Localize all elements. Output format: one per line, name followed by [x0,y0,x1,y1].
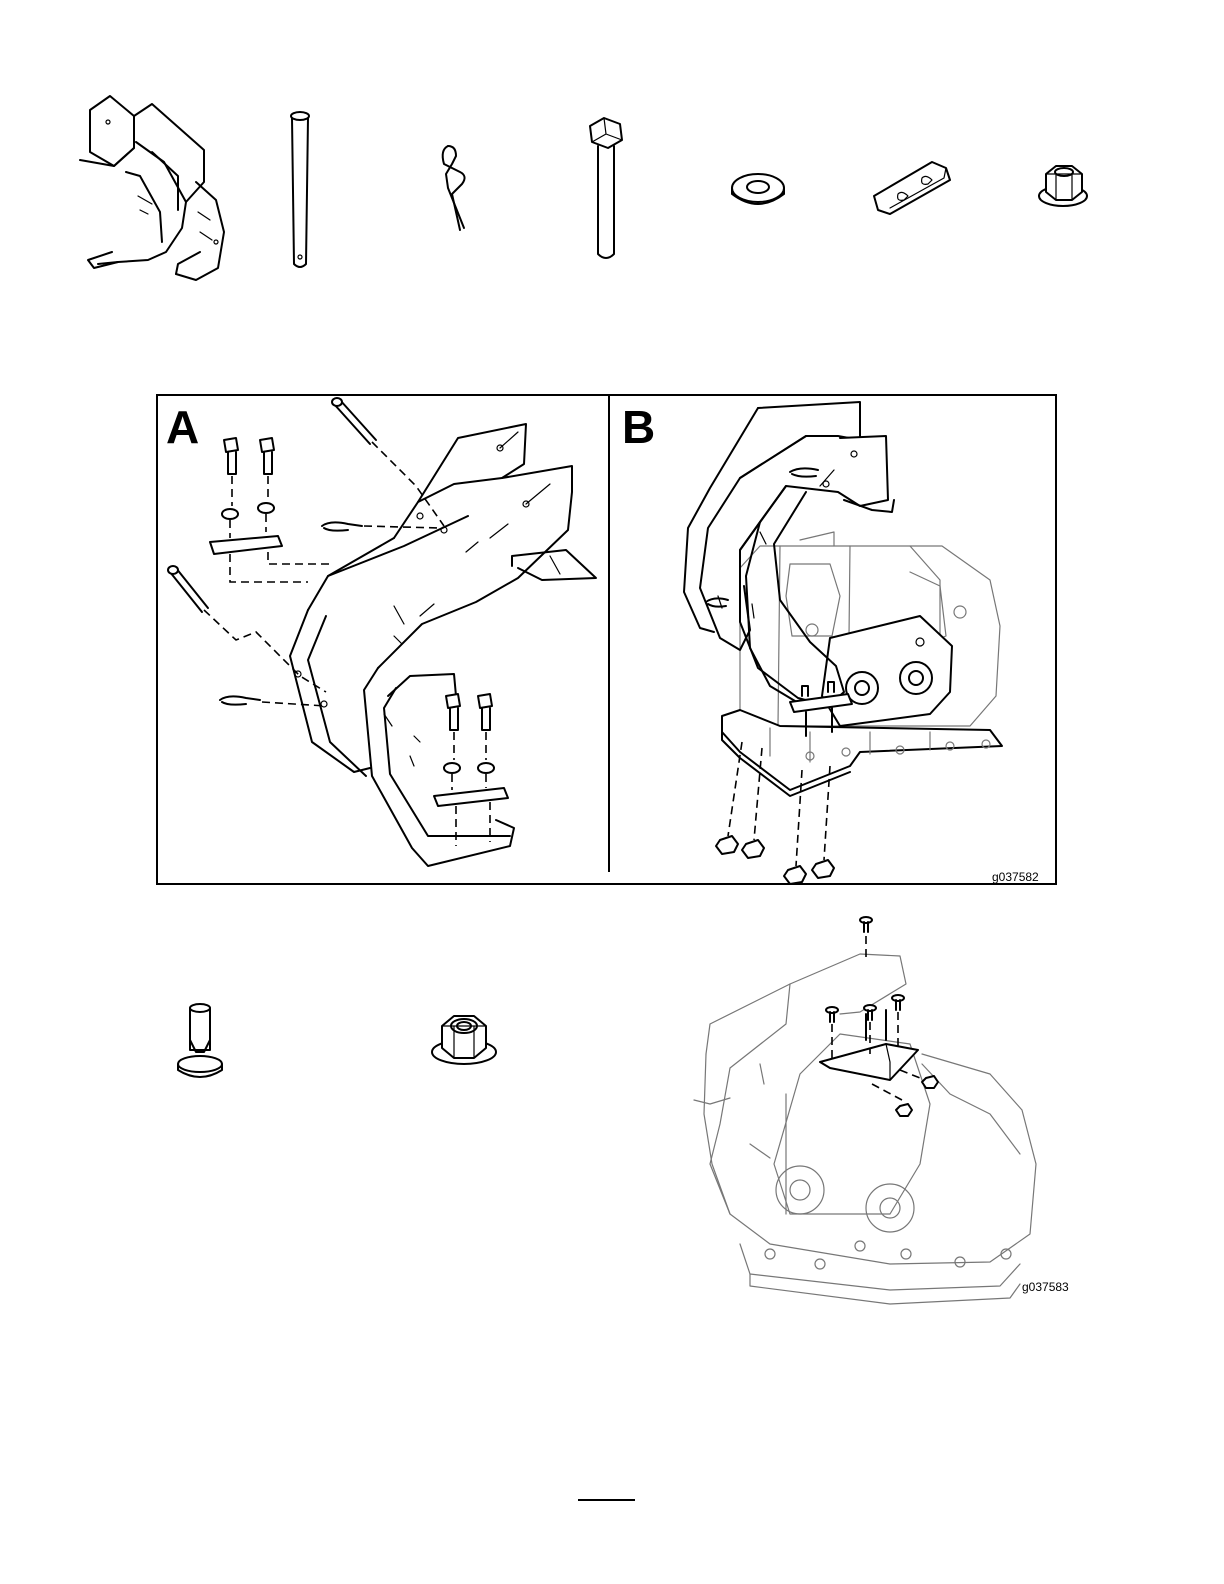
washer-a1-icon [222,509,238,519]
cotter-b2-icon [706,598,728,606]
flange-nut-b1-icon [716,836,738,854]
panel-a-drawing [158,396,608,884]
screw-top-icon [860,917,872,932]
slotted-plate-part [870,156,954,220]
screw-right-icon [892,995,904,1010]
hex-bolt-icon [584,116,626,262]
pin-part [288,110,312,270]
carriage-bolt-part [176,1000,226,1082]
chute-bracket-icon [78,92,228,284]
flange-nut-b4-icon [812,860,834,878]
hairpin-cotter-icon [438,144,470,234]
pin-left-icon [168,566,208,612]
gear-plate-b [822,616,952,726]
washer-part [728,170,788,210]
figure-lower [690,914,1080,1314]
slotted-plate-icon [870,156,954,220]
bolt-bottom-right-icon [478,694,492,730]
cotter-a2-icon [220,696,260,704]
lower-assembly-drawing [690,914,1080,1314]
figure-code-g037582: g037582 [992,870,1039,884]
panel-b-drawing [610,396,1056,884]
nut-lower-2-icon [896,1104,912,1116]
hairpin-cotter-part [438,144,470,234]
bolt-bottom-left-icon [446,694,460,730]
washer-a3-icon [444,763,460,773]
chute-bracket-part [78,92,228,284]
nut-lower-1-icon [922,1076,938,1088]
figure-a-b: A B [156,394,1057,885]
pin-top-icon [332,398,376,444]
bolt-top-right-icon [260,438,274,474]
flange-nut-part [1036,162,1090,210]
hex-bolt-part [584,116,626,262]
bolt-top-left-icon [224,438,238,474]
slotted-plate-a2-icon [434,788,508,806]
flange-locknut-part [428,1012,500,1070]
flange-nut-b2-icon [742,840,764,858]
screw-left-icon [826,1007,838,1022]
pin-icon [288,110,312,270]
flange-nut-b3-icon [784,866,806,884]
figure-code-g037583: g037583 [1022,1280,1069,1294]
washer-a2-icon [258,503,274,513]
slotted-plate-a1-icon [210,536,282,554]
page-number-rule [578,1499,635,1501]
flange-nut-icon [1036,162,1090,210]
washer-icon [728,170,788,210]
carriage-bolt-icon [176,1000,226,1082]
flange-locknut-icon [428,1012,500,1070]
washer-a4-icon [478,763,494,773]
cotter-a1-icon [322,522,362,530]
